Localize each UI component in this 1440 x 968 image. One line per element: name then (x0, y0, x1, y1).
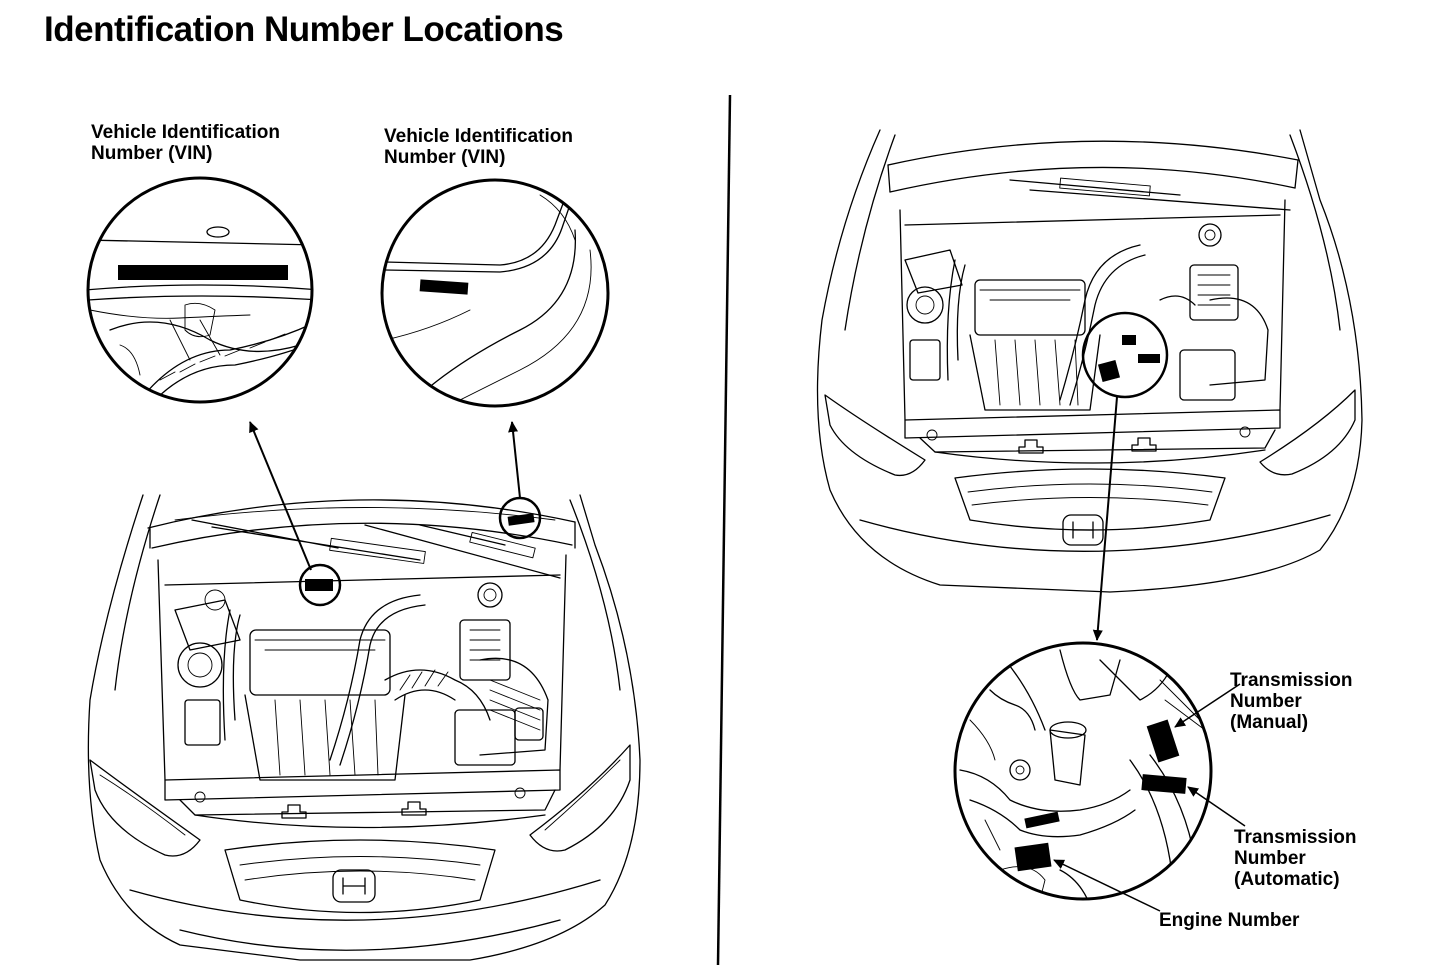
engine-detail-circle (953, 641, 1213, 901)
vin-arrow-right (508, 421, 521, 499)
trans-auto-line1: Transmission (1234, 827, 1357, 848)
engine-number-label: Engine Number (1159, 910, 1300, 931)
engine-detail-arrow (1092, 396, 1118, 641)
vin-label-right-line1: Vehicle Identification (384, 126, 573, 147)
trans-auto-line2: Number (1234, 848, 1306, 869)
vin-label-right-line2: Number (VIN) (384, 147, 506, 168)
vin-detail-circle-right (380, 178, 610, 408)
car-engine-bay-left (87, 494, 641, 961)
trans-manual-leader (1174, 683, 1241, 728)
engine-number-leader (1053, 859, 1161, 912)
trans-auto-leader (1187, 786, 1246, 827)
page-divider (716, 94, 732, 966)
car-engine-bay-right (816, 129, 1363, 593)
trans-manual-line3: (Manual) (1230, 712, 1309, 733)
vin-label-right: Vehicle Identification Number (VIN) (384, 126, 573, 168)
transmission-automatic-label: Transmission Number (Automatic) (1234, 827, 1357, 890)
page-title: Identification Number Locations (44, 10, 564, 49)
vin-label-left: Vehicle Identification Number (VIN) (91, 122, 280, 164)
transmission-manual-label: Transmission Number (Manual) (1230, 670, 1353, 733)
trans-auto-line3: (Automatic) (1234, 869, 1340, 890)
vin-label-left-line1: Vehicle Identification (91, 122, 280, 143)
vin-detail-circle-left (86, 176, 314, 404)
trans-manual-line1: Transmission (1230, 670, 1353, 691)
vin-label-left-line2: Number (VIN) (91, 143, 213, 164)
trans-manual-line2: Number (1230, 691, 1302, 712)
vin-arrow-left (249, 421, 312, 571)
